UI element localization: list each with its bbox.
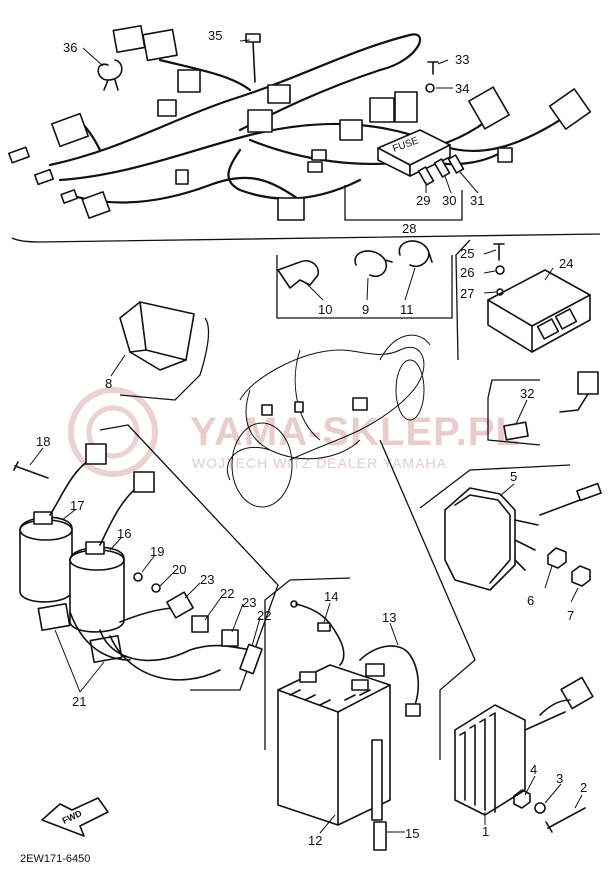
callout-7: 7 <box>567 608 574 623</box>
bracket-32 <box>487 379 541 446</box>
callout-22b: 22 <box>257 608 271 623</box>
callout-11: 11 <box>400 302 414 317</box>
harness-clamp <box>97 59 123 91</box>
callout-27: 27 <box>460 286 474 301</box>
washer-26 <box>495 265 505 275</box>
fwd-arrow: FWD <box>41 797 109 837</box>
fuses <box>417 154 465 186</box>
callout-32: 32 <box>520 386 534 401</box>
callout-34: 34 <box>455 81 469 96</box>
relay-8 <box>119 301 195 371</box>
washer-27 <box>496 288 504 296</box>
nut-4 <box>513 789 531 809</box>
bracket-10 <box>277 260 320 289</box>
connector-32 <box>503 371 599 441</box>
callout-19: 19 <box>150 544 164 559</box>
callout-6: 6 <box>527 593 534 608</box>
callout-20: 20 <box>172 562 186 577</box>
drawing-code: 2EW171-6450 <box>20 853 90 865</box>
clamp-9 <box>354 250 393 278</box>
callout-labels: 1 2 3 4 5 6 7 8 9 10 11 12 13 14 15 16 1… <box>36 28 587 848</box>
callout-30: 30 <box>442 193 456 208</box>
ignition-coil-17 <box>19 443 107 632</box>
bracket-16-17 <box>99 424 279 691</box>
washer-34 <box>425 83 435 93</box>
callout-8: 8 <box>105 376 112 391</box>
callout-16: 16 <box>117 526 131 541</box>
callout-3: 3 <box>556 771 563 786</box>
callout-15: 15 <box>405 826 419 841</box>
sub-bracket-28 <box>344 185 463 221</box>
callout-33: 33 <box>455 52 469 67</box>
bracket-9-11 <box>276 255 453 319</box>
bolt-25 <box>493 243 505 261</box>
washer-20 <box>151 583 161 593</box>
callout-4: 4 <box>530 762 537 777</box>
callout-5: 5 <box>510 469 517 484</box>
callout-23a: 23 <box>200 572 214 587</box>
callout-12: 12 <box>308 833 322 848</box>
nut-6 <box>547 547 567 569</box>
callout-23b: 23 <box>242 595 256 610</box>
bracket-12 <box>264 577 351 750</box>
rectifier-1 <box>454 676 594 816</box>
callout-26: 26 <box>460 265 474 280</box>
bolt-2 <box>545 807 586 833</box>
watermark-subtext: WOJTECH WITZ DEALER YAMAHA <box>192 455 447 471</box>
bracket-8 <box>119 317 210 401</box>
callout-28: 28 <box>402 221 416 236</box>
battery-lead-13 <box>359 645 421 717</box>
starter-relay-5 <box>444 482 602 591</box>
callout-18: 18 <box>36 434 50 449</box>
callout-35: 35 <box>208 28 222 43</box>
callout-29: 29 <box>416 193 430 208</box>
battery-lead-14 <box>290 600 345 666</box>
breather-hose-15 <box>371 739 387 851</box>
callout-25: 25 <box>460 246 474 261</box>
callout-9: 9 <box>362 302 369 317</box>
leader-lines <box>29 39 583 834</box>
callout-31: 31 <box>470 193 484 208</box>
cdi-unit <box>487 269 591 353</box>
callout-2: 2 <box>580 780 587 795</box>
callout-13: 13 <box>382 610 396 625</box>
callout-36: 36 <box>63 40 77 55</box>
harness-connectors <box>8 24 592 221</box>
cable-tie <box>245 33 261 83</box>
bracket-24 <box>455 239 471 361</box>
fuse-box: FUSE <box>377 129 451 177</box>
nut-7 <box>571 565 591 587</box>
callout-24: 24 <box>559 256 573 271</box>
screw-33 <box>427 61 439 75</box>
washer-3 <box>534 802 546 814</box>
callout-17: 17 <box>70 498 84 513</box>
plug-caps <box>166 591 263 675</box>
battery-12 <box>277 664 391 826</box>
frame-sketch <box>226 334 431 508</box>
callout-10: 10 <box>318 302 332 317</box>
bracket-5 <box>419 464 571 509</box>
bolt-18 <box>13 461 49 479</box>
callout-21: 21 <box>72 694 86 709</box>
callout-22a: 22 <box>220 586 234 601</box>
callout-14: 14 <box>324 589 338 604</box>
callout-1: 1 <box>482 824 489 839</box>
washer-19 <box>133 572 143 582</box>
bracket-1 <box>379 439 476 760</box>
harness-group-bracket <box>11 233 601 243</box>
clamp-11 <box>398 240 433 268</box>
